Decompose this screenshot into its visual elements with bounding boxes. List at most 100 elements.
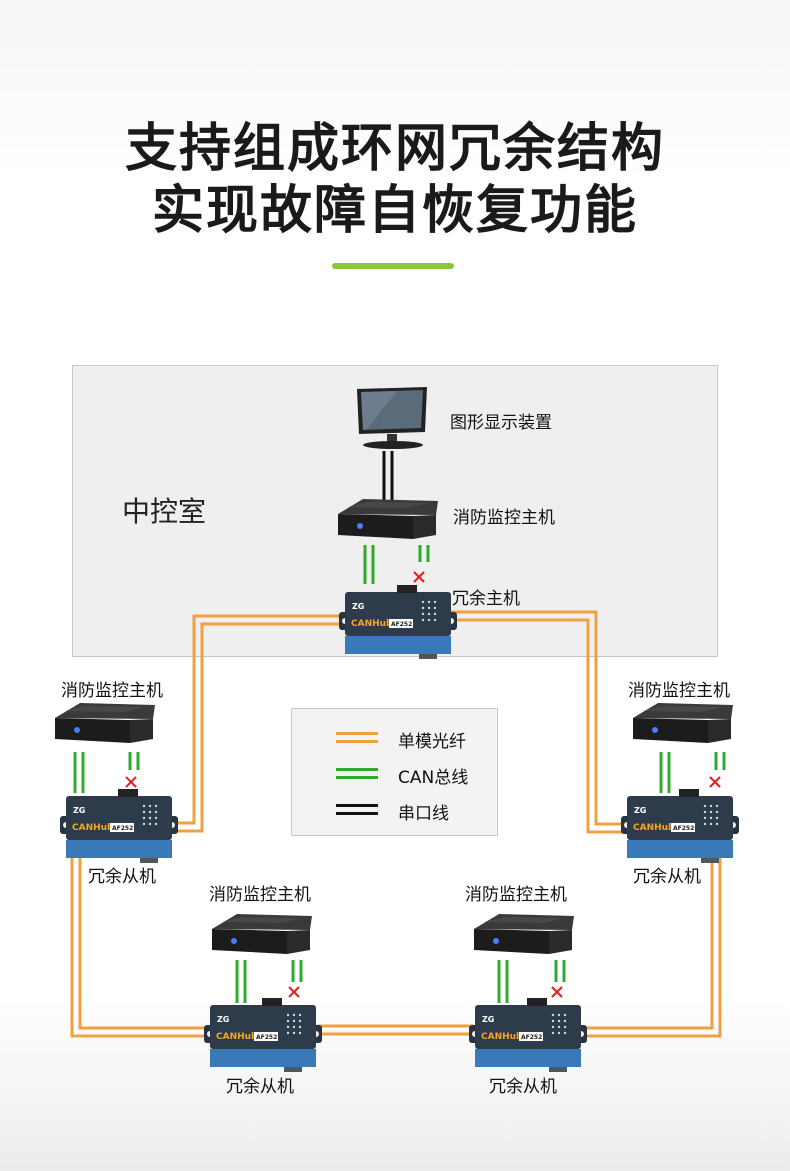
device-led [557,1025,561,1029]
host-icon-right [633,703,733,743]
device-led [286,1013,290,1017]
device-front-strip [66,840,172,858]
device-brand-name: CANHub [481,1032,523,1042]
device-connector [118,789,138,797]
host-side [549,930,572,954]
canhub-devices: ZGCANHubAF252ZGCANHubAF252ZGCANHubAF252Z… [60,585,739,1072]
device-body [627,796,733,840]
legend-swatch-can [336,768,378,779]
device-model: AF252 [256,1034,277,1041]
device-brand-name: CANHub [216,1032,258,1042]
host-label-right: 消防监控主机 [628,681,730,701]
headline-line-2: 实现故障自恢复功能 [151,181,638,241]
device-led [421,600,425,604]
host-vent [222,917,302,923]
device-front-strip [475,1049,581,1067]
device-model-badge [110,823,134,832]
device-led [715,822,719,826]
device-front-strip [627,840,733,858]
device-led [142,804,146,808]
device-led [563,1019,567,1023]
device-led [154,810,158,814]
legend-swatch-fiber [336,732,378,743]
fiber-master-right-outer [451,610,625,826]
host-side [708,719,731,743]
legend-label-serial: 串口线 [398,804,449,824]
device-led [557,1019,561,1023]
fault-mark-icon [551,986,563,998]
device-body [210,1005,316,1049]
device-led [551,1013,555,1017]
device-led [292,1025,296,1029]
host-front [338,514,413,539]
device-logo: ZG [352,602,364,611]
host-power-led [652,727,658,733]
host-computers [55,499,733,954]
device-led [421,606,425,610]
device-led [715,810,719,814]
fault-marks [125,571,721,998]
host-vent [484,917,564,923]
host-front [212,929,287,954]
device-led [433,618,437,622]
device-led [154,816,158,820]
device-port [701,858,719,863]
device-led [427,606,431,610]
device-led [286,1031,290,1035]
fault-mark-stroke-b [551,986,563,998]
host-front [474,929,549,954]
host-vent [348,502,428,508]
master-label: 冗余主机 [452,589,520,609]
fault-mark-icon [288,986,300,998]
fault-mark-icon [709,776,721,788]
monitor-icon [357,387,427,449]
monitor-base [363,441,423,449]
device-led [298,1031,302,1035]
device-port [419,654,437,659]
fault-mark-stroke-b [413,571,425,583]
host-icon-central [338,499,438,539]
device-led [563,1025,567,1029]
fiber-left-down-inner [78,858,209,1030]
device-led [421,612,425,616]
device-model-badge [389,619,413,628]
host-icon-left [55,703,155,743]
device-model: AF252 [112,825,133,832]
host-icon-bottom-right [474,914,574,954]
device-connector [262,998,282,1006]
device-led [148,810,152,814]
device-model: AF252 [673,825,694,832]
device-led [433,606,437,610]
host-power-led [357,523,363,529]
device-model-badge [671,823,695,832]
device-led [427,612,431,616]
device-led [433,600,437,604]
host-vent [643,706,723,712]
slave-label-bottom-left: 冗余从机 [226,1077,294,1097]
device-led [703,804,707,808]
legend-item-fiber: 单模光纤 [336,728,486,752]
device-led [709,804,713,808]
device-brand-name: CANHub [72,823,114,833]
host-power-led [493,938,499,944]
fault-mark-icon [413,571,425,583]
host-side [287,930,310,954]
device-model: AF252 [391,621,412,628]
device-brand-name: CANHub [633,823,675,833]
host-side [130,719,153,743]
device-front-strip [345,636,451,654]
device-led [551,1025,555,1029]
host-label-bottom-left: 消防监控主机 [209,885,311,905]
device-led [298,1013,302,1017]
fiber-ring [70,610,722,1038]
device-body [475,1005,581,1049]
device-led [557,1031,561,1035]
legend-label-can: CAN总线 [398,768,469,788]
device-led [427,618,431,622]
device-led [563,1031,567,1035]
device-front-strip [210,1049,316,1067]
device-led [427,600,431,604]
fiber-right-down-inner [580,858,714,1030]
host-power-led [74,727,80,733]
